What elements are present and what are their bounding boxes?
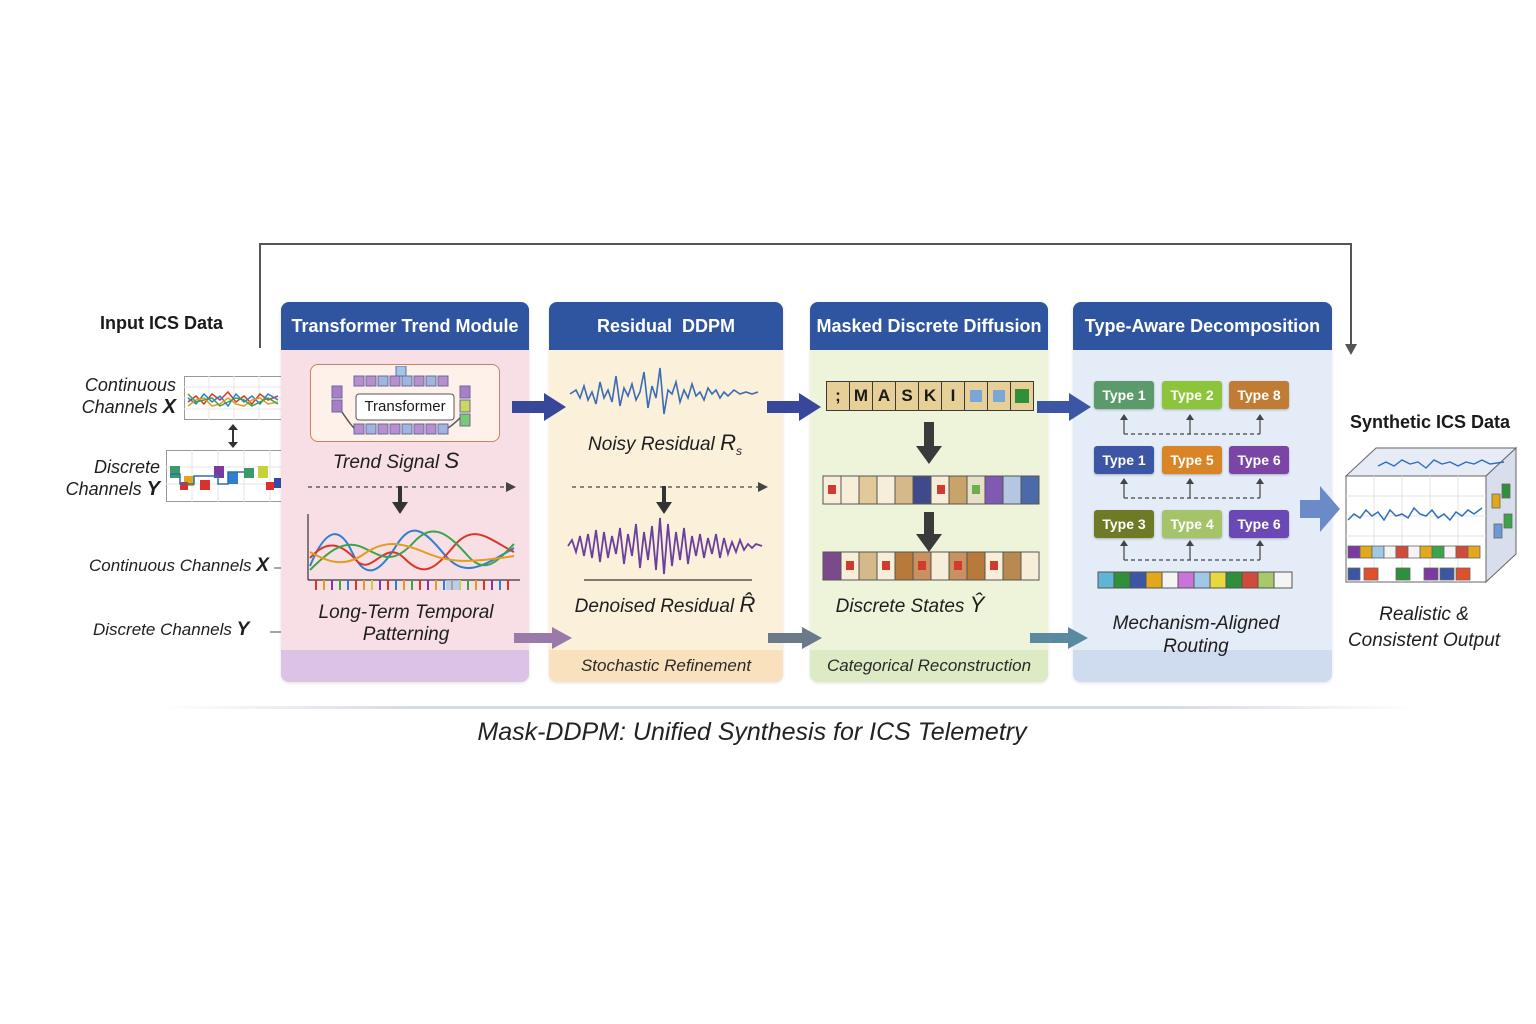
noisy-residual-label: Noisy Residual Rs [588, 430, 742, 458]
panel-residual-ddpm-title: Residual DDPM [549, 302, 783, 350]
residual-flow-arrows [572, 482, 768, 514]
type-box: Type 3 [1094, 510, 1154, 538]
type-box: Type 2 [1162, 381, 1222, 409]
flow-arrow-2 [767, 393, 821, 421]
mask-token-blue [964, 381, 988, 411]
flow-arrow-lower-3 [1030, 627, 1088, 649]
mask-token: ; [826, 381, 850, 411]
mask-token-blue [987, 381, 1011, 411]
denoised-residual-label: Denoised Residual R̂ [574, 592, 756, 617]
panel-transformer-trend-title: Transformer Trend Module [281, 302, 529, 350]
mask-token: S [895, 381, 919, 411]
continuous-side-label: Continuous Channels X [89, 555, 269, 576]
noisy-residual-waveform [569, 367, 759, 415]
discrete-side-label: Discrete Channels Y [93, 619, 250, 640]
flow-arrow-3 [1037, 393, 1091, 421]
flow-arrow-output [1300, 486, 1340, 532]
panel-masked-discrete: Masked Discrete Diffusion Categorical Re… [810, 302, 1048, 682]
panel-residual-ddpm-footer: Stochastic Refinement [549, 650, 783, 682]
type-box: Type 8 [1229, 381, 1289, 409]
mask-token: K [918, 381, 942, 411]
discrete-channels-label: Discrete Channels Y [65, 457, 160, 500]
routing-caption: Mechanism-Aligned Routing [1112, 613, 1280, 657]
type-box: Type 4 [1162, 510, 1222, 538]
type-box: Type 5 [1162, 446, 1222, 474]
type-box: Type 1 [1094, 446, 1154, 474]
type-routing-arrows [1097, 414, 1293, 589]
flow-arrow-lower-2 [768, 627, 822, 649]
synthetic-data-cube [1344, 446, 1518, 584]
footer-divider [160, 706, 1420, 709]
panel-type-aware: Type-Aware Decomposition [1073, 302, 1332, 682]
flow-arrow-lower-1 [514, 627, 572, 649]
panel-transformer-trend-footer [281, 650, 529, 682]
transformer-tokens [331, 366, 471, 435]
mask-down-arrow-1 [916, 422, 942, 464]
discrete-states-label: Discrete States Ŷ [835, 592, 985, 617]
type-box: Type 6 [1229, 446, 1289, 474]
mask-down-arrow-2 [916, 512, 942, 552]
flow-arrow-1 [512, 393, 566, 421]
mask-token: M [849, 381, 873, 411]
mask-token-row: ; M A S K I [826, 381, 1034, 411]
panel-masked-discrete-title: Masked Discrete Diffusion [810, 302, 1048, 350]
trend-caption: Long-Term Temporal Patterning [318, 602, 494, 645]
input-discrete-thumbnail [166, 450, 296, 502]
trend-chart [307, 514, 520, 590]
type-box: Type 1 [1094, 381, 1154, 409]
output-caption: Realistic & Consistent Output [1347, 604, 1501, 651]
partial-token-row [822, 475, 1040, 505]
input-continuous-thumbnail [184, 376, 284, 420]
output-title: Synthetic ICS Data [1350, 412, 1511, 432]
mask-token-green [1010, 381, 1034, 411]
mask-token: A [872, 381, 896, 411]
transformer-label: Transformer [364, 398, 446, 415]
input-link-arrow [228, 424, 238, 448]
diagram-title: Mask-DDPM: Unified Synthesis for ICS Tel… [477, 718, 1027, 746]
panel-type-aware-title: Type-Aware Decomposition [1073, 302, 1332, 350]
panel-masked-discrete-footer: Categorical Reconstruction [810, 650, 1048, 682]
mask-token: I [941, 381, 965, 411]
denoised-residual-waveform [567, 517, 763, 581]
trend-signal-label: Trend Signal S [332, 448, 460, 473]
reconstructed-token-row [822, 551, 1040, 581]
input-title: Input ICS Data [100, 313, 224, 333]
continuous-channels-label: Continuous Channels X [81, 375, 176, 418]
transformer-flow-arrows [308, 482, 516, 514]
type-box: Type 6 [1229, 510, 1289, 538]
panel-type-aware-footer [1073, 650, 1332, 682]
